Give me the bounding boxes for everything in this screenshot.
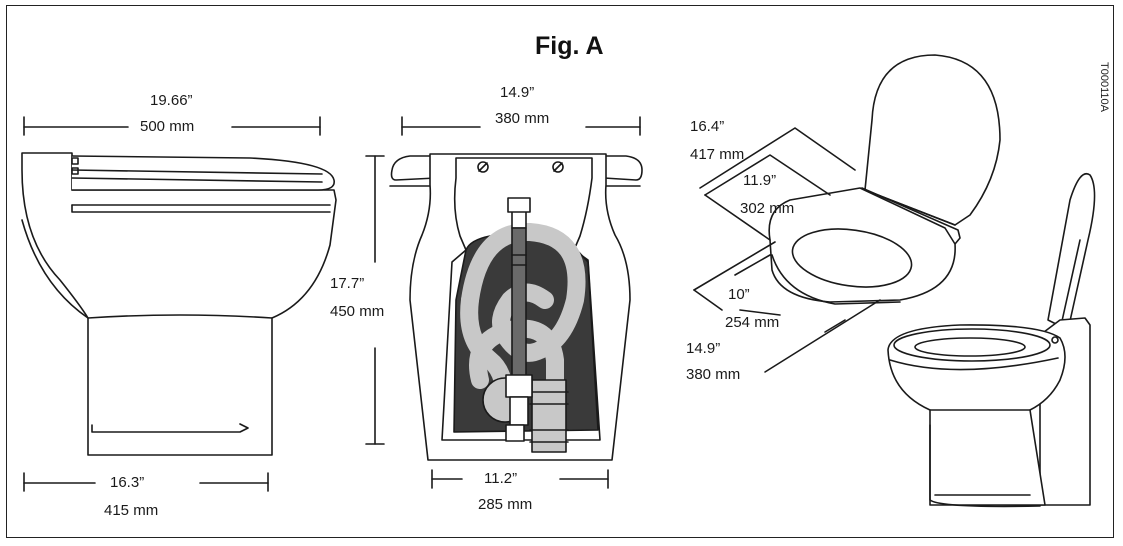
perspective-toilet bbox=[887, 173, 1096, 508]
opening-length-in: 11.9” bbox=[743, 172, 777, 189]
side-view-toilet bbox=[21, 116, 337, 492]
side-base-in: 16.3” bbox=[110, 474, 145, 491]
seat-width-in: 14.9” bbox=[686, 340, 721, 357]
opening-width-mm: 254 mm bbox=[725, 314, 780, 331]
opening-width-in: 10” bbox=[728, 286, 750, 303]
rear-top-in: 14.9” bbox=[500, 84, 535, 101]
side-base-mm: 415 mm bbox=[104, 502, 159, 519]
opening-length-mm: 302 mm bbox=[740, 200, 795, 217]
rear-height-mm: 450 mm bbox=[330, 303, 385, 320]
seat-top-view bbox=[693, 54, 1001, 373]
figure-code: T000110A bbox=[1098, 62, 1110, 112]
figure-frame bbox=[6, 5, 1114, 538]
rear-base-mm: 285 mm bbox=[478, 496, 533, 513]
rear-height-in: 17.7” bbox=[330, 275, 365, 292]
rear-base-in: 11.2” bbox=[484, 470, 518, 487]
side-width-in: 19.66” bbox=[150, 92, 193, 109]
seat-length-mm: 417 mm bbox=[690, 146, 745, 163]
seat-length-in: 16.4” bbox=[690, 118, 725, 135]
figure-title: Fig. A bbox=[535, 32, 604, 60]
side-width-mm: 500 mm bbox=[140, 118, 195, 135]
rear-view-toilet bbox=[365, 116, 643, 489]
seat-width-mm: 380 mm bbox=[686, 366, 741, 383]
rear-top-mm: 380 mm bbox=[495, 110, 550, 127]
